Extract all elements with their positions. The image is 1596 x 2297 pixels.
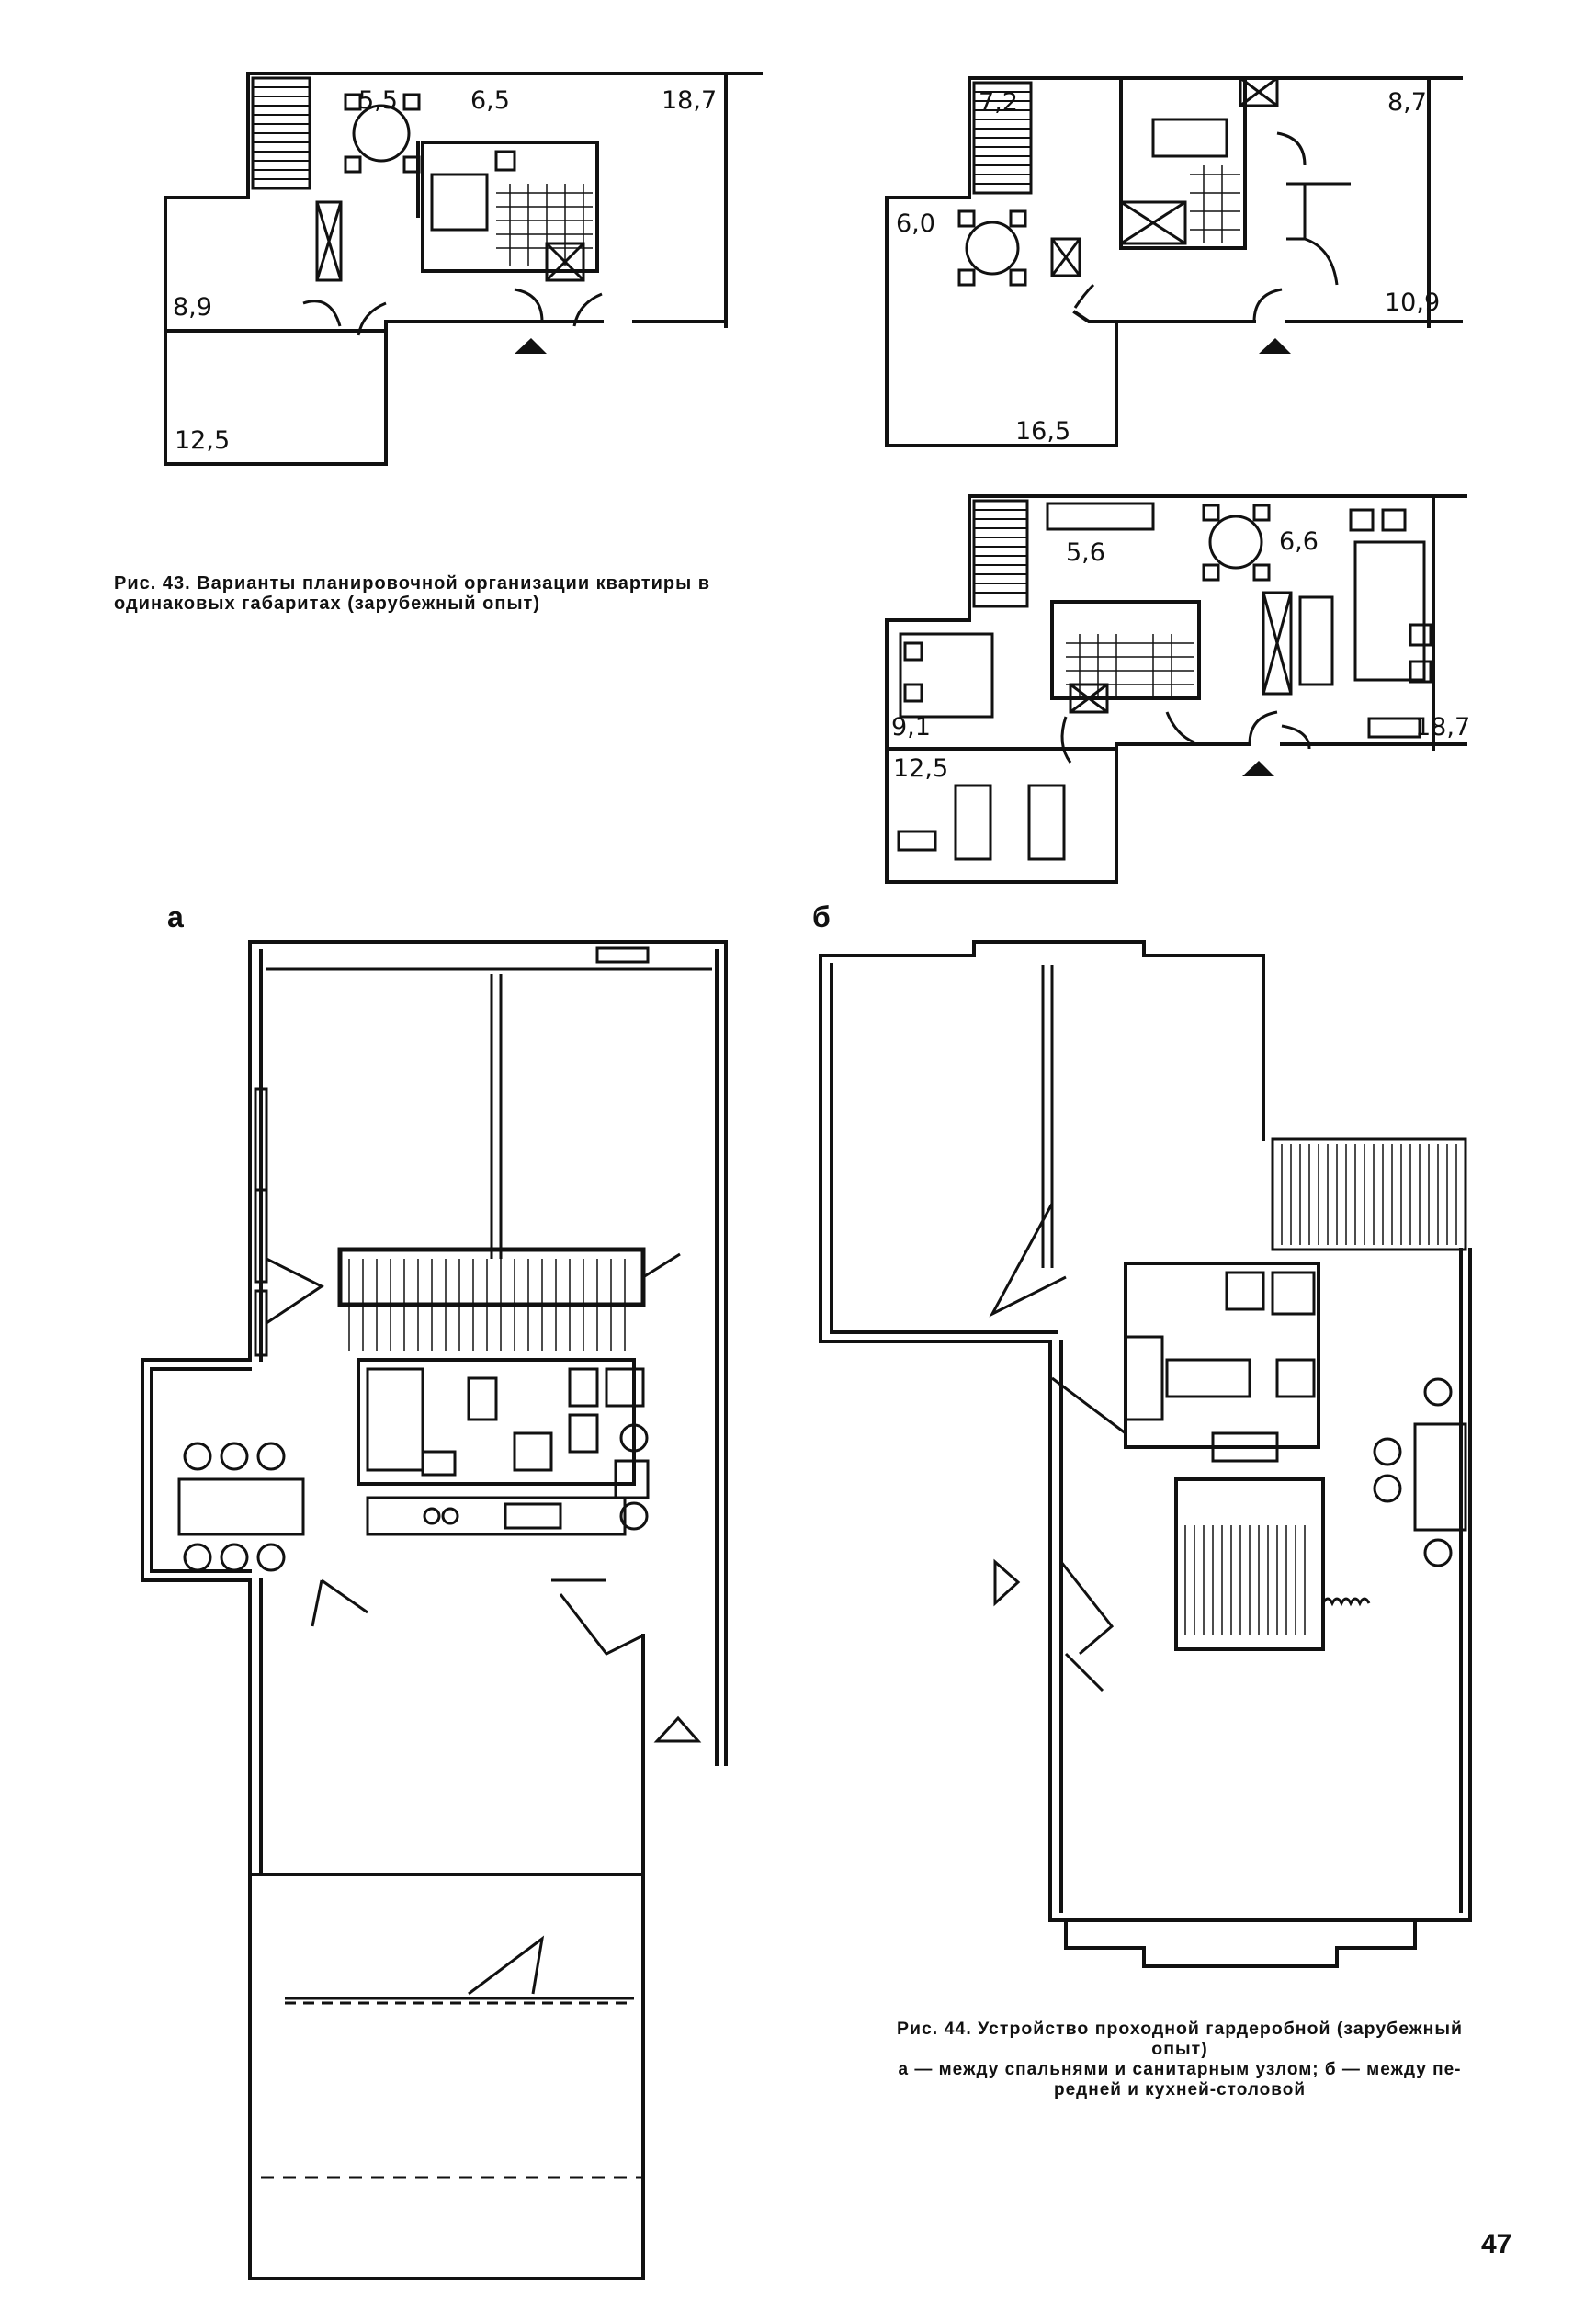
figure-43-caption-line: одинаковых габаритах (зарубежный опыт) [114,594,540,614]
room-area-label: 16,5 [1015,417,1070,446]
floor-plan-fig44-b [813,919,1493,2021]
page-number: 47 [1481,2229,1512,2259]
room-area-label: 10,9 [1385,289,1440,317]
floor-plan-fig43-variant-3: 5,6 6,6 9,1 18,7 12,5 [864,487,1470,896]
room-area-label: 9,1 [891,713,931,741]
floor-plan-fig44-a [129,919,735,2297]
figure-44-caption-line: редней и кухней-столовой [1053,2080,1306,2099]
floor-plan-fig43-variant-2: 7,2 8,7 6,0 10,9 16,5 [882,60,1470,464]
entrance-arrow-icon [1242,761,1274,776]
room-area-label: 5,5 [358,86,398,115]
room-area-label: 6,0 [896,209,935,238]
room-area-label: 8,9 [173,293,212,322]
room-area-label: 12,5 [175,426,230,455]
floor-plan-fig43-variant-1: 5,5 6,5 18,7 8,9 12,5 [142,60,767,482]
figure-44-caption-line: Рис. 44. Устройство проходной гардеробно… [896,2019,1464,2039]
figure-44-caption-line: а — между спальнями и санитарным узлом; … [898,2060,1462,2079]
room-area-label: 12,5 [893,754,948,783]
figure-43-caption-line: Рис. 43. Варианты планировочной организа… [114,573,711,594]
figure-44-caption-line: опыт) [1151,2039,1208,2059]
subfigure-label-b: б [812,900,831,934]
figure-44-caption-body: а — между спальнями и санитарным узлом; … [831,2060,1529,2100]
room-area-label: 6,5 [470,86,510,115]
entrance-arrow-icon [657,1718,698,1741]
room-area-label: 18,7 [662,86,717,115]
subfigure-label-a: а [167,900,184,934]
room-area-label: 8,7 [1387,88,1427,117]
room-area-label: 7,2 [979,88,1018,117]
figure-44-caption-title: Рис. 44. Устройство проходной гардеробно… [831,2019,1529,2059]
room-area-label: 18,7 [1415,713,1470,741]
entrance-arrow-icon [995,1562,1018,1603]
figure-43-caption: Рис. 43. Варианты планировочной организа… [114,573,794,614]
entrance-arrow-icon [1259,338,1291,354]
room-area-label: 6,6 [1279,527,1319,556]
room-area-label: 5,6 [1066,538,1105,567]
entrance-arrow-icon [515,338,547,354]
